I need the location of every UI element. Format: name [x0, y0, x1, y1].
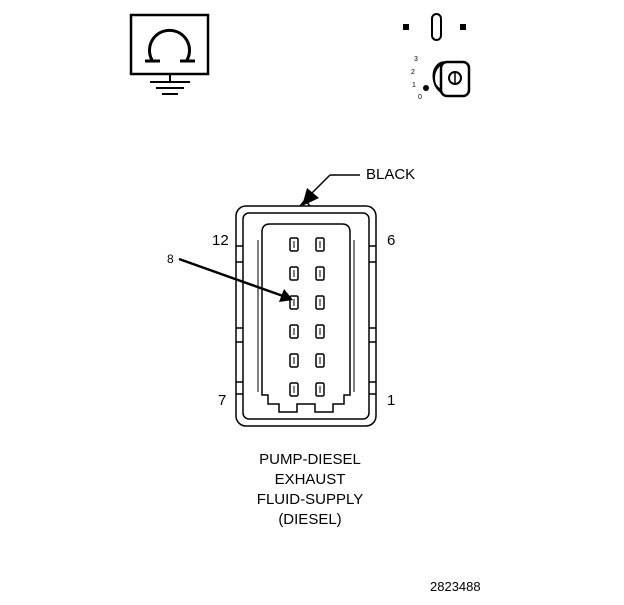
ohm-ground-icon [129, 13, 210, 95]
terminal-pin-7 [289, 382, 299, 397]
terminal-pin-4 [315, 295, 325, 310]
pin-8-pointer [178, 257, 293, 302]
color-callout-arrow [302, 174, 360, 206]
connector-housing [235, 198, 377, 427]
ignition-position-3: 3 [414, 56, 418, 63]
pin-label-6: 6 [387, 232, 396, 249]
terminal-pin-8 [289, 353, 299, 368]
caption-line-3: FLUID-SUPPLY [256, 491, 364, 508]
connector-caption: PUMP-DIESEL EXHAUST FLUID-SUPPLY (DIESEL… [200, 450, 420, 530]
terminal-pin-11 [289, 266, 299, 281]
terminal-pin-2 [315, 353, 325, 368]
caption-line-1: PUMP-DIESEL [259, 451, 361, 468]
caption-line-4: (DIESEL) [278, 511, 342, 528]
terminal-pins [289, 237, 325, 397]
terminal-pin-1 [315, 382, 325, 397]
ignition-position-0: 0 [418, 94, 422, 101]
terminal-pin-3 [315, 324, 325, 339]
ignition-position-2: 2 [411, 69, 415, 76]
terminal-pin-12 [289, 237, 299, 252]
wire-color-label: BLACK [366, 166, 416, 183]
caption-line-2: EXHAUST [274, 471, 346, 488]
pin-label-7: 7 [218, 392, 227, 409]
ignition-key-icon [403, 13, 471, 98]
pin-label-12: 12 [212, 232, 229, 249]
connector-cavity [257, 223, 355, 413]
terminal-pin-9 [289, 324, 299, 339]
pin-label-8: 8 [167, 252, 174, 266]
terminal-pin-5 [315, 266, 325, 281]
pin-label-1: 1 [387, 392, 396, 409]
ignition-position-1: 1 [412, 82, 416, 89]
figure-id: 2823488 [430, 579, 481, 594]
terminal-pin-6 [315, 237, 325, 252]
terminal-pin-10 [289, 295, 299, 310]
